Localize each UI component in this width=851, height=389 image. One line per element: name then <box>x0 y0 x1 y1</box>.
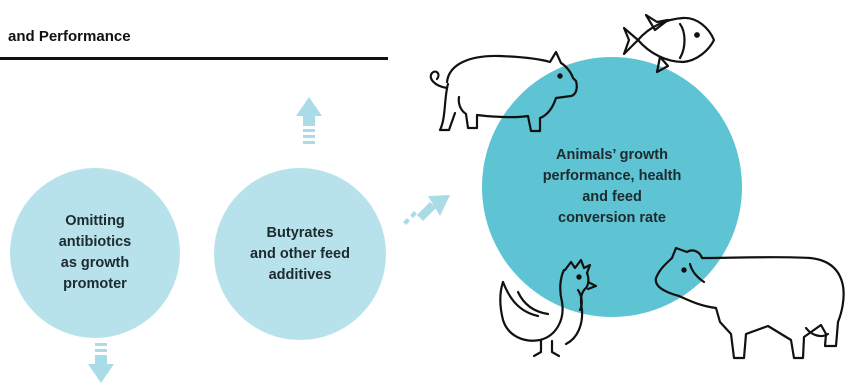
node-label: Omitting antibiotics as growth promoter <box>58 213 132 292</box>
node-butyrates: Butyrates and other feed additives <box>214 168 386 340</box>
node-animal-performance: Animals’ growth performance, health and … <box>482 57 742 317</box>
arrow-up-icon <box>296 97 322 144</box>
node-omitting-antibiotics: Omitting antibiotics as growth promoter <box>10 168 180 338</box>
arrow-down-icon <box>88 343 114 383</box>
arrow-diagonal-icon <box>403 195 450 225</box>
node-label: Animals’ growth performance, health and … <box>542 147 682 226</box>
page-title: and Performance <box>8 28 131 45</box>
node-label: Butyrates and other feed additives <box>250 224 350 283</box>
header-divider <box>0 57 388 60</box>
